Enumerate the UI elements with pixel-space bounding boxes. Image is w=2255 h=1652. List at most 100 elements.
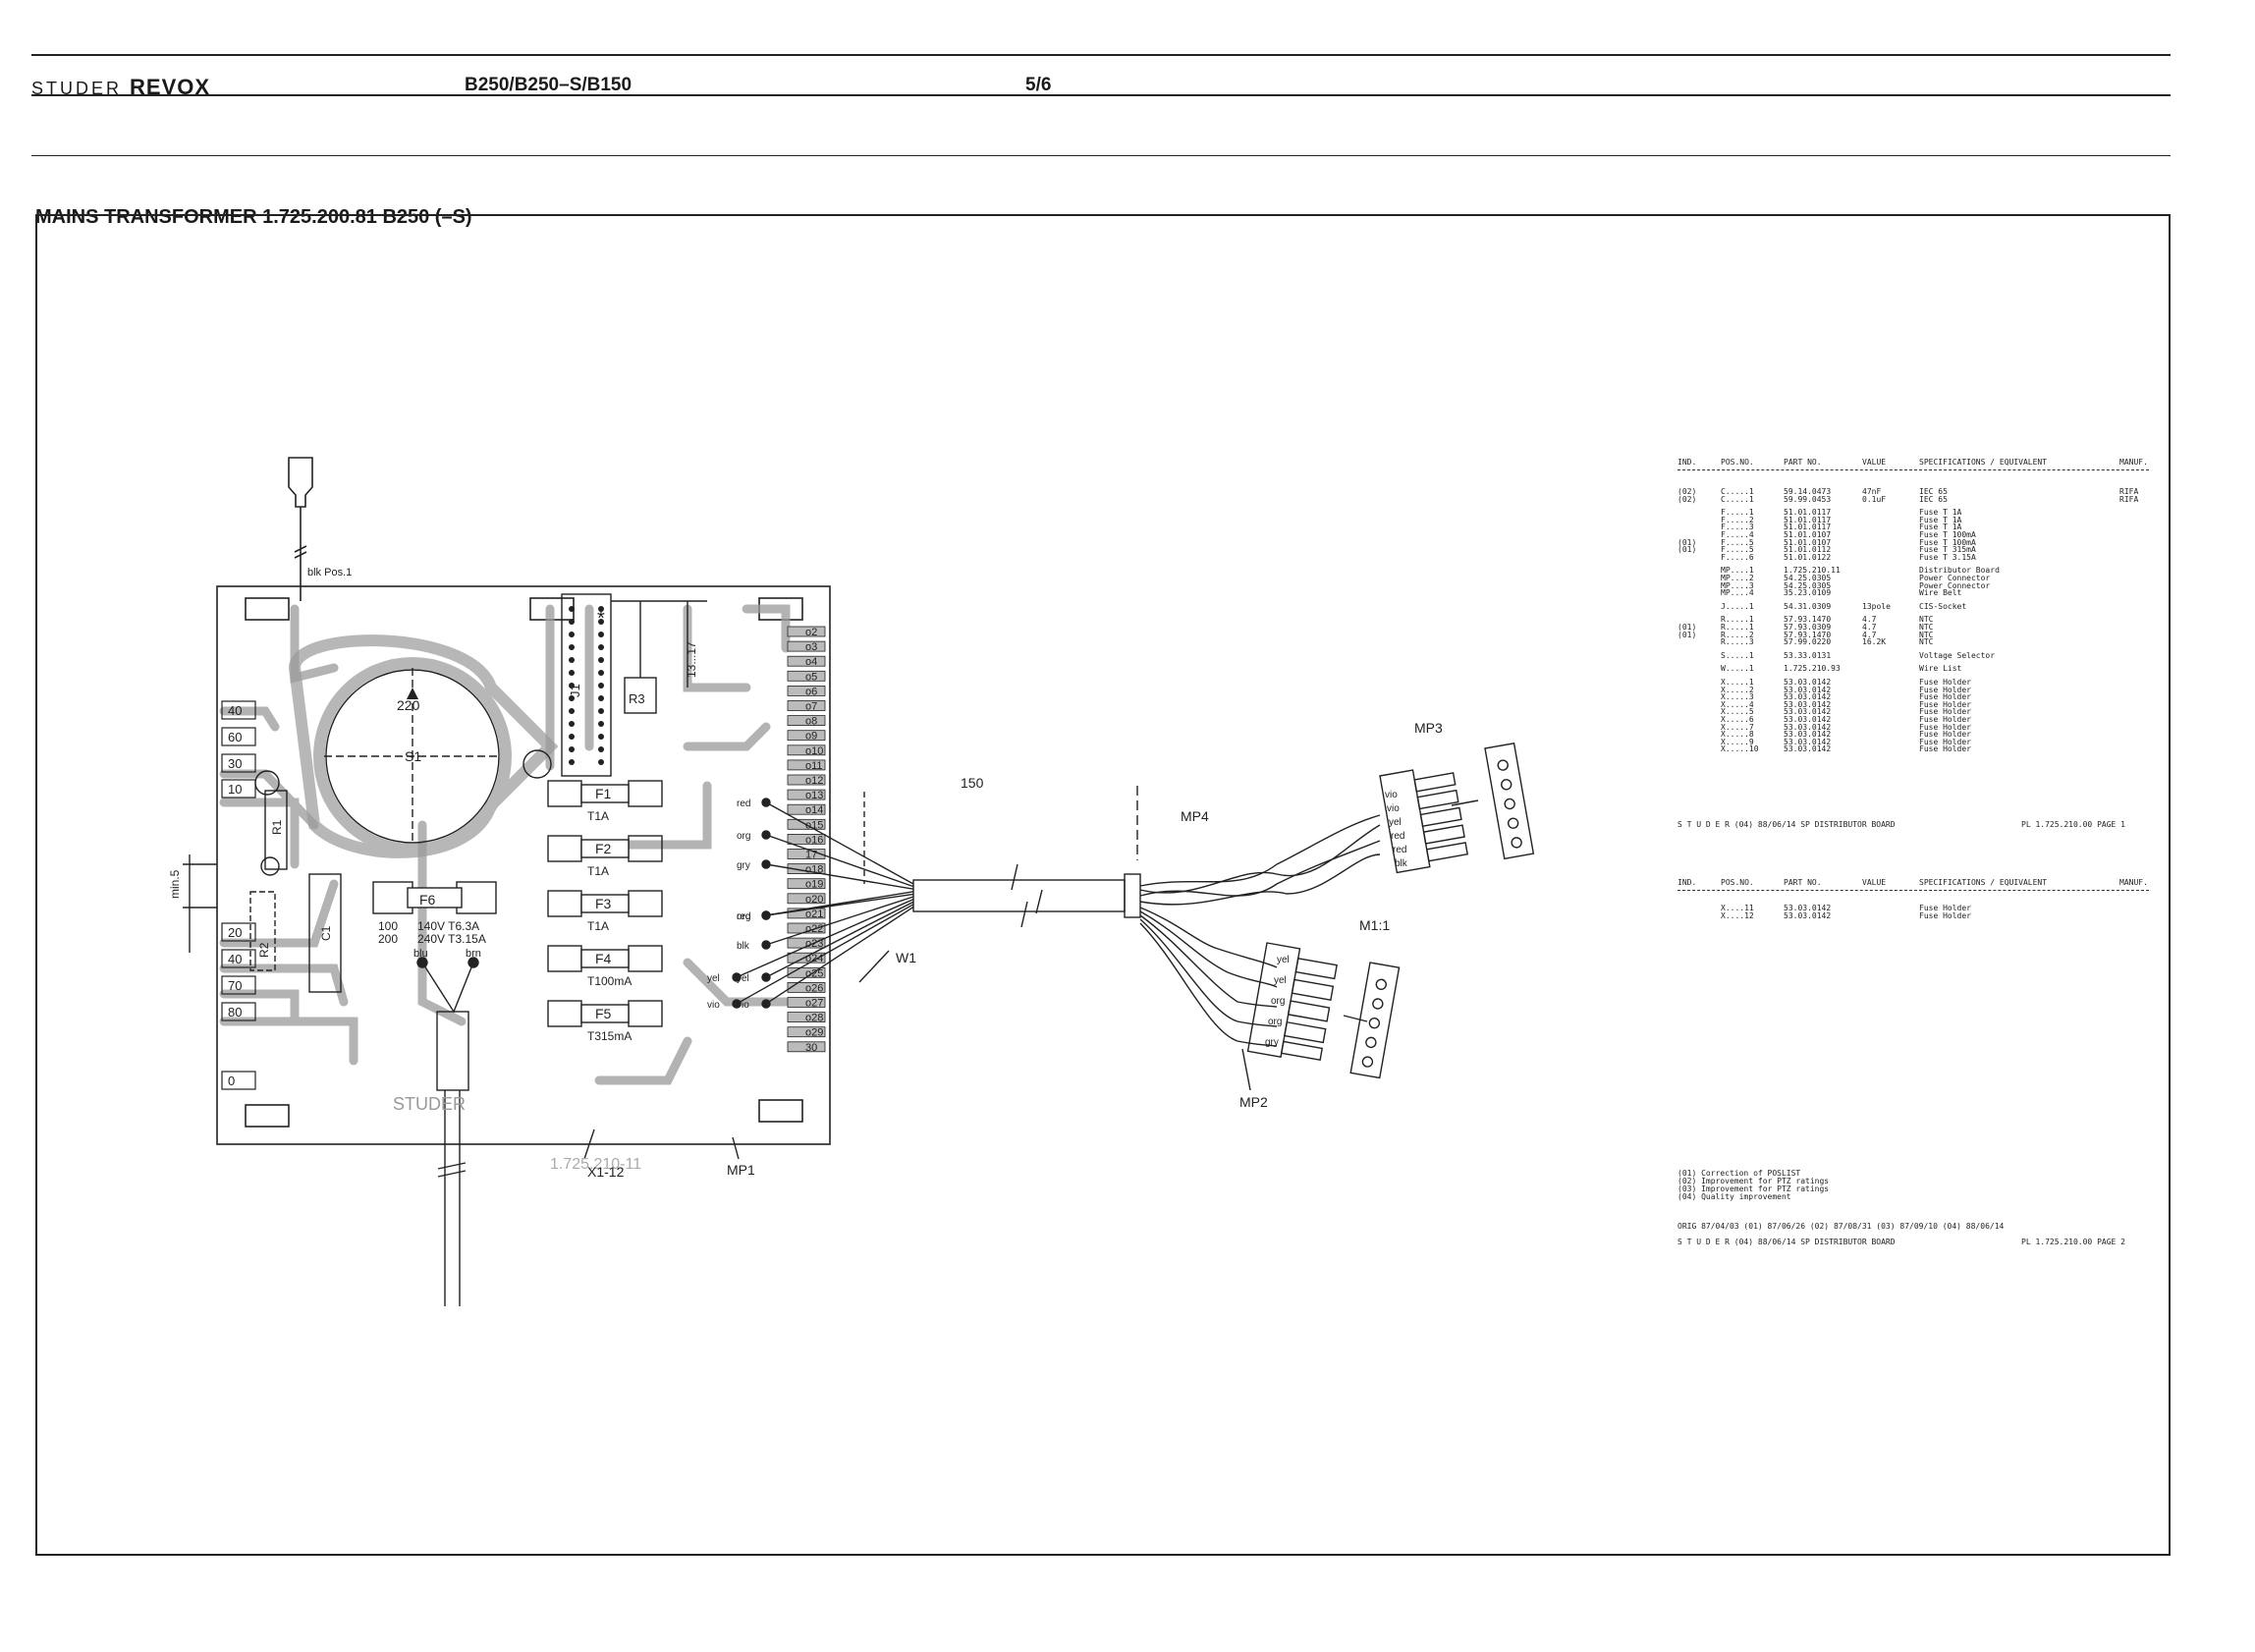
wire-color-label: blk <box>737 941 750 952</box>
parts-list-cell: 53.03.0142 <box>1784 730 1832 740</box>
parts-list-cell: Fuse Holder <box>1919 737 1971 746</box>
left-terminal-pad <box>221 922 256 942</box>
dim-150: 150 <box>961 775 984 791</box>
fuse-f5 <box>580 1004 630 1023</box>
left-terminal-pad <box>221 779 256 798</box>
parts-list-cell: 4.7 <box>1862 623 1877 632</box>
left-terminal-label: 10 <box>228 782 242 797</box>
parts-list-cell: Fuse Holder <box>1919 685 1971 694</box>
parts-list-cell: Power Connector <box>1919 574 1991 582</box>
parts-list-cell: Fuse Holder <box>1919 699 1971 709</box>
fuse-name: F3 <box>595 896 612 911</box>
fuse-rating: T315mA <box>587 1029 632 1043</box>
fuse-name: F5 <box>595 1006 612 1021</box>
wire-color-label: red <box>737 798 750 809</box>
parts-list-cell: Voltage Selector <box>1919 650 1996 660</box>
min-dimension: min.5 <box>168 869 182 899</box>
connector-pin-label: o4 <box>805 656 817 668</box>
parts-list-cell: 13pole <box>1862 601 1891 611</box>
parts-list-column-header: VALUE <box>1862 458 1887 467</box>
left-terminal-label: 70 <box>228 978 242 993</box>
fuse-rating: T1A <box>587 809 609 823</box>
left-terminal-label: 60 <box>228 730 242 744</box>
fuse-f4 <box>580 949 630 968</box>
parts-list-cell: 53.03.0142 <box>1784 715 1832 724</box>
parts-list-cell: Fuse T 1A <box>1919 523 1962 532</box>
parts-list-cell: Fuse T 315mA <box>1919 545 1976 555</box>
left-terminal-pad <box>221 700 256 720</box>
wire-color-label: red <box>737 911 750 922</box>
connector-mp2 <box>1246 942 1338 1062</box>
parts-list-cell: (01) <box>1678 630 1697 639</box>
f6-holder-right <box>456 881 497 914</box>
parts-list-cell: 51.01.0112 <box>1784 545 1832 555</box>
connector-pin-label: o19 <box>805 879 823 891</box>
parts-list-cell: 53.03.0142 <box>1784 722 1832 732</box>
wire-solder-point <box>761 910 771 920</box>
parts-list-cell: Fuse Holder <box>1919 904 1971 912</box>
wire-color-label: org <box>737 831 750 842</box>
parts-list-cell: F.....5 <box>1721 537 1754 547</box>
header-bottom-rule <box>31 94 2171 96</box>
fuse-holder-left <box>547 945 582 972</box>
left-terminal-pad <box>221 1002 256 1021</box>
parts-list-column-header: POS.NO. <box>1721 458 1754 467</box>
parts-list-cell: 53.03.0142 <box>1784 744 1832 754</box>
board-marking: 1.725.210-11 <box>550 1156 641 1173</box>
resistor-r2 <box>249 891 276 971</box>
connector-pin-label: o3 <box>805 641 817 653</box>
selector-arrow-icon <box>407 688 418 699</box>
parts-list-cell: Fuse Holder <box>1919 707 1971 717</box>
parts-list-cell: Fuse T 1A <box>1919 508 1962 518</box>
parts-list-cell: 54.31.0309 <box>1784 601 1832 611</box>
connector-pin <box>787 774 826 786</box>
left-terminal-pad <box>221 727 256 746</box>
parts-list-cell: 4.7 <box>1862 630 1877 639</box>
parts-list-column-header: SPECIFICATIONS / EQUIVALENT <box>1919 458 2048 467</box>
page-number: 5/6 <box>1025 75 1052 95</box>
connector-pin-label: o16 <box>805 834 823 846</box>
parts-list-cell: 54.25.0305 <box>1784 580 1832 590</box>
parts-list-cell: X.....10 <box>1721 744 1759 754</box>
connector-pin <box>787 789 826 800</box>
parts-list-cell: 51.01.0107 <box>1784 537 1832 547</box>
parts-list-column-header: POS.NO. <box>1721 878 1754 887</box>
r1-label: R1 <box>270 819 284 835</box>
parts-list-cell: F.....3 <box>1721 523 1754 532</box>
parts-list-cell: Fuse T 3.15A <box>1919 552 1976 562</box>
parts-list-cell: 53.03.0142 <box>1784 904 1832 912</box>
f6-rating-240: 240V T3.15A <box>417 932 486 946</box>
parts-list-cell: F.....2 <box>1721 515 1754 524</box>
parts-list-cell: MP....1 <box>1721 566 1754 576</box>
mp3-wire-label: blk <box>1395 858 1408 869</box>
connector-pin <box>787 878 826 890</box>
parts-list-cell: IEC 65 <box>1919 487 1948 496</box>
parts-list-cell: (01) <box>1678 537 1697 547</box>
fuse-holder-left <box>547 1000 582 1027</box>
selector-value: 220 <box>397 697 420 713</box>
parts-list-cell: Fuse Holder <box>1919 692 1971 702</box>
wire-solder-point <box>761 798 771 807</box>
mp2-wire-label: yel <box>1274 975 1287 986</box>
parts-list-cell: Fuse Holder <box>1919 730 1971 740</box>
parts-list-cell: C.....1 <box>1721 487 1754 496</box>
parts-list-cell: X....12 <box>1721 910 1754 920</box>
mating-plug-mp3 <box>1484 742 1535 860</box>
connector-pin-label: o8 <box>805 716 817 728</box>
c1-label: C1 <box>319 925 333 941</box>
wire-label: blk Pos.1 <box>307 567 352 578</box>
mp3-wire-label: vio <box>1387 803 1400 814</box>
fuse-holder-left <box>547 835 582 862</box>
wire-blk <box>765 896 914 946</box>
connector-pin-label: 30 <box>805 1042 817 1054</box>
wire-vio <box>736 904 914 1005</box>
connector-pin <box>787 922 826 934</box>
parts-list-cell: 57.93.0309 <box>1784 623 1832 632</box>
parts-list-cell: R.....2 <box>1721 630 1754 639</box>
wire-solder-point <box>732 972 742 982</box>
left-terminal-label: 40 <box>228 703 242 718</box>
wire-vio <box>765 906 914 1005</box>
connector-pin-label: o7 <box>805 701 817 713</box>
capacitor-c1 <box>308 873 342 993</box>
